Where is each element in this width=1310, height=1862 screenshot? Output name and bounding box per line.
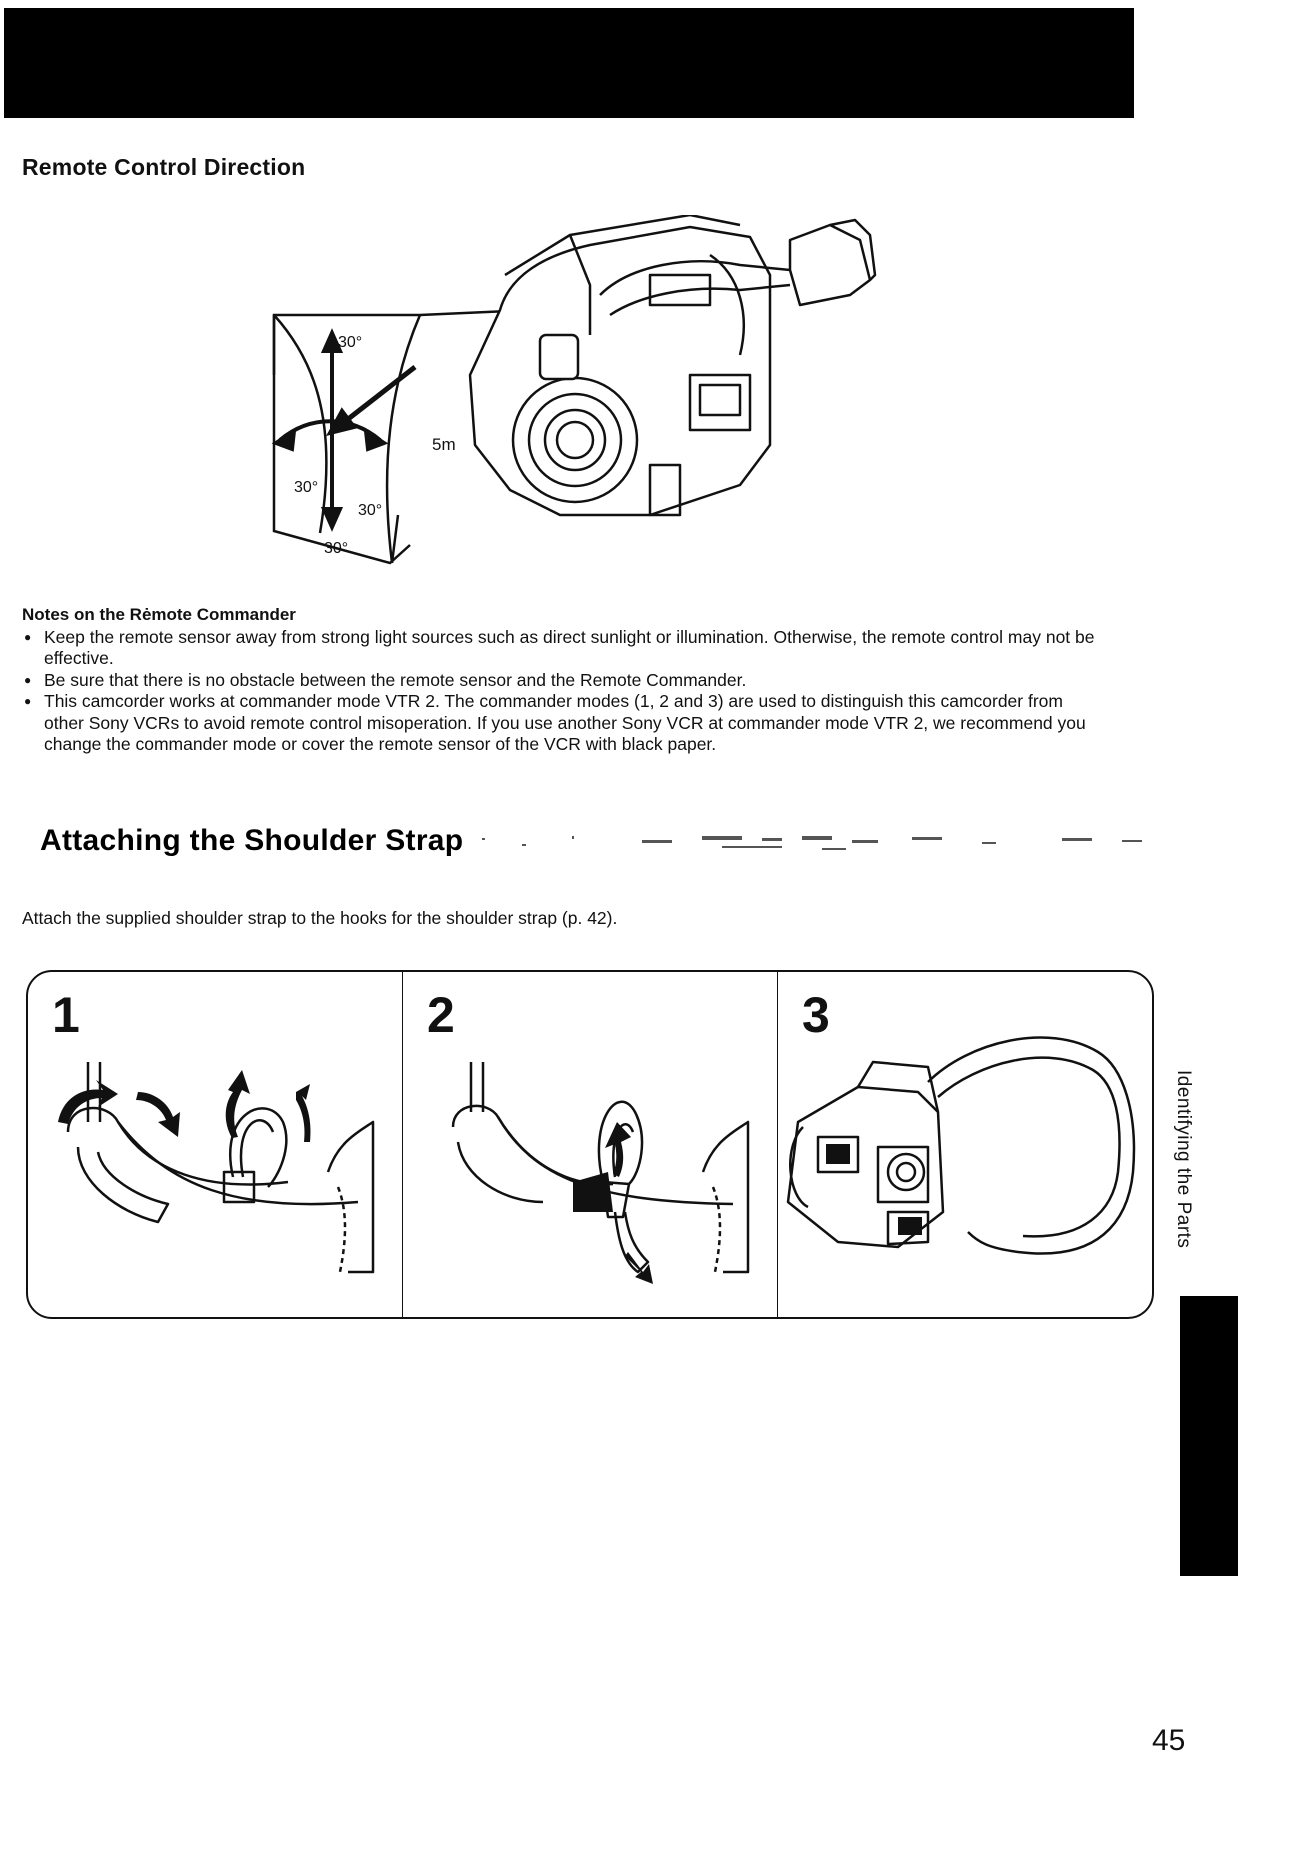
strap-steps-panel: 1 2 <box>26 970 1154 1319</box>
strap-step-1-illustration <box>58 1062 375 1274</box>
side-tab-text: Identifying the Parts <box>1173 1070 1194 1249</box>
notes-block: Notes on the Rėmote Commander Keep the r… <box>22 604 1102 756</box>
header-bar <box>4 8 1134 118</box>
section-title-strap: Attaching the Shoulder Strap <box>40 824 464 857</box>
notes-list: Keep the remote sensor away from strong … <box>22 627 1102 756</box>
page-number: 45 <box>1152 1724 1186 1757</box>
step-panel-2: 2 <box>403 972 778 1317</box>
step-number: 1 <box>52 987 80 1043</box>
section-heading-strap: Attaching the Shoulder Strap <box>22 818 1142 862</box>
distance-label: 5m <box>432 435 456 454</box>
print-noise-decoration <box>482 836 1142 850</box>
remote-direction-figure: 30° 30° 30° 30° 5m <box>271 215 877 565</box>
angle-label-top: 30° <box>338 334 362 351</box>
list-item: Keep the remote sensor away from strong … <box>22 627 1102 670</box>
list-item: Be sure that there is no obstacle betwee… <box>22 670 1102 692</box>
step-panel-1: 1 <box>28 972 403 1317</box>
list-item: This camcorder works at commander mode V… <box>22 691 1102 756</box>
angle-label-bottom: 30° <box>324 540 348 557</box>
angle-label-right: 30° <box>358 502 382 519</box>
side-tab-label: Identifying the Parts <box>1170 1070 1200 1290</box>
side-tab-marker <box>1180 1296 1238 1576</box>
strap-step-3-illustration <box>786 1036 1136 1255</box>
step-number: 2 <box>427 987 455 1043</box>
strap-intro-text: Attach the supplied shoulder strap to th… <box>22 908 618 928</box>
section-title-remote: Remote Control Direction <box>22 154 306 180</box>
notes-title: Notes on the Rėmote Commander <box>22 605 296 624</box>
angle-label-left: 30° <box>294 479 318 496</box>
strap-step-2-illustration <box>451 1062 750 1284</box>
step-panel-3: 3 <box>778 972 1152 1317</box>
step-number: 3 <box>802 987 830 1043</box>
